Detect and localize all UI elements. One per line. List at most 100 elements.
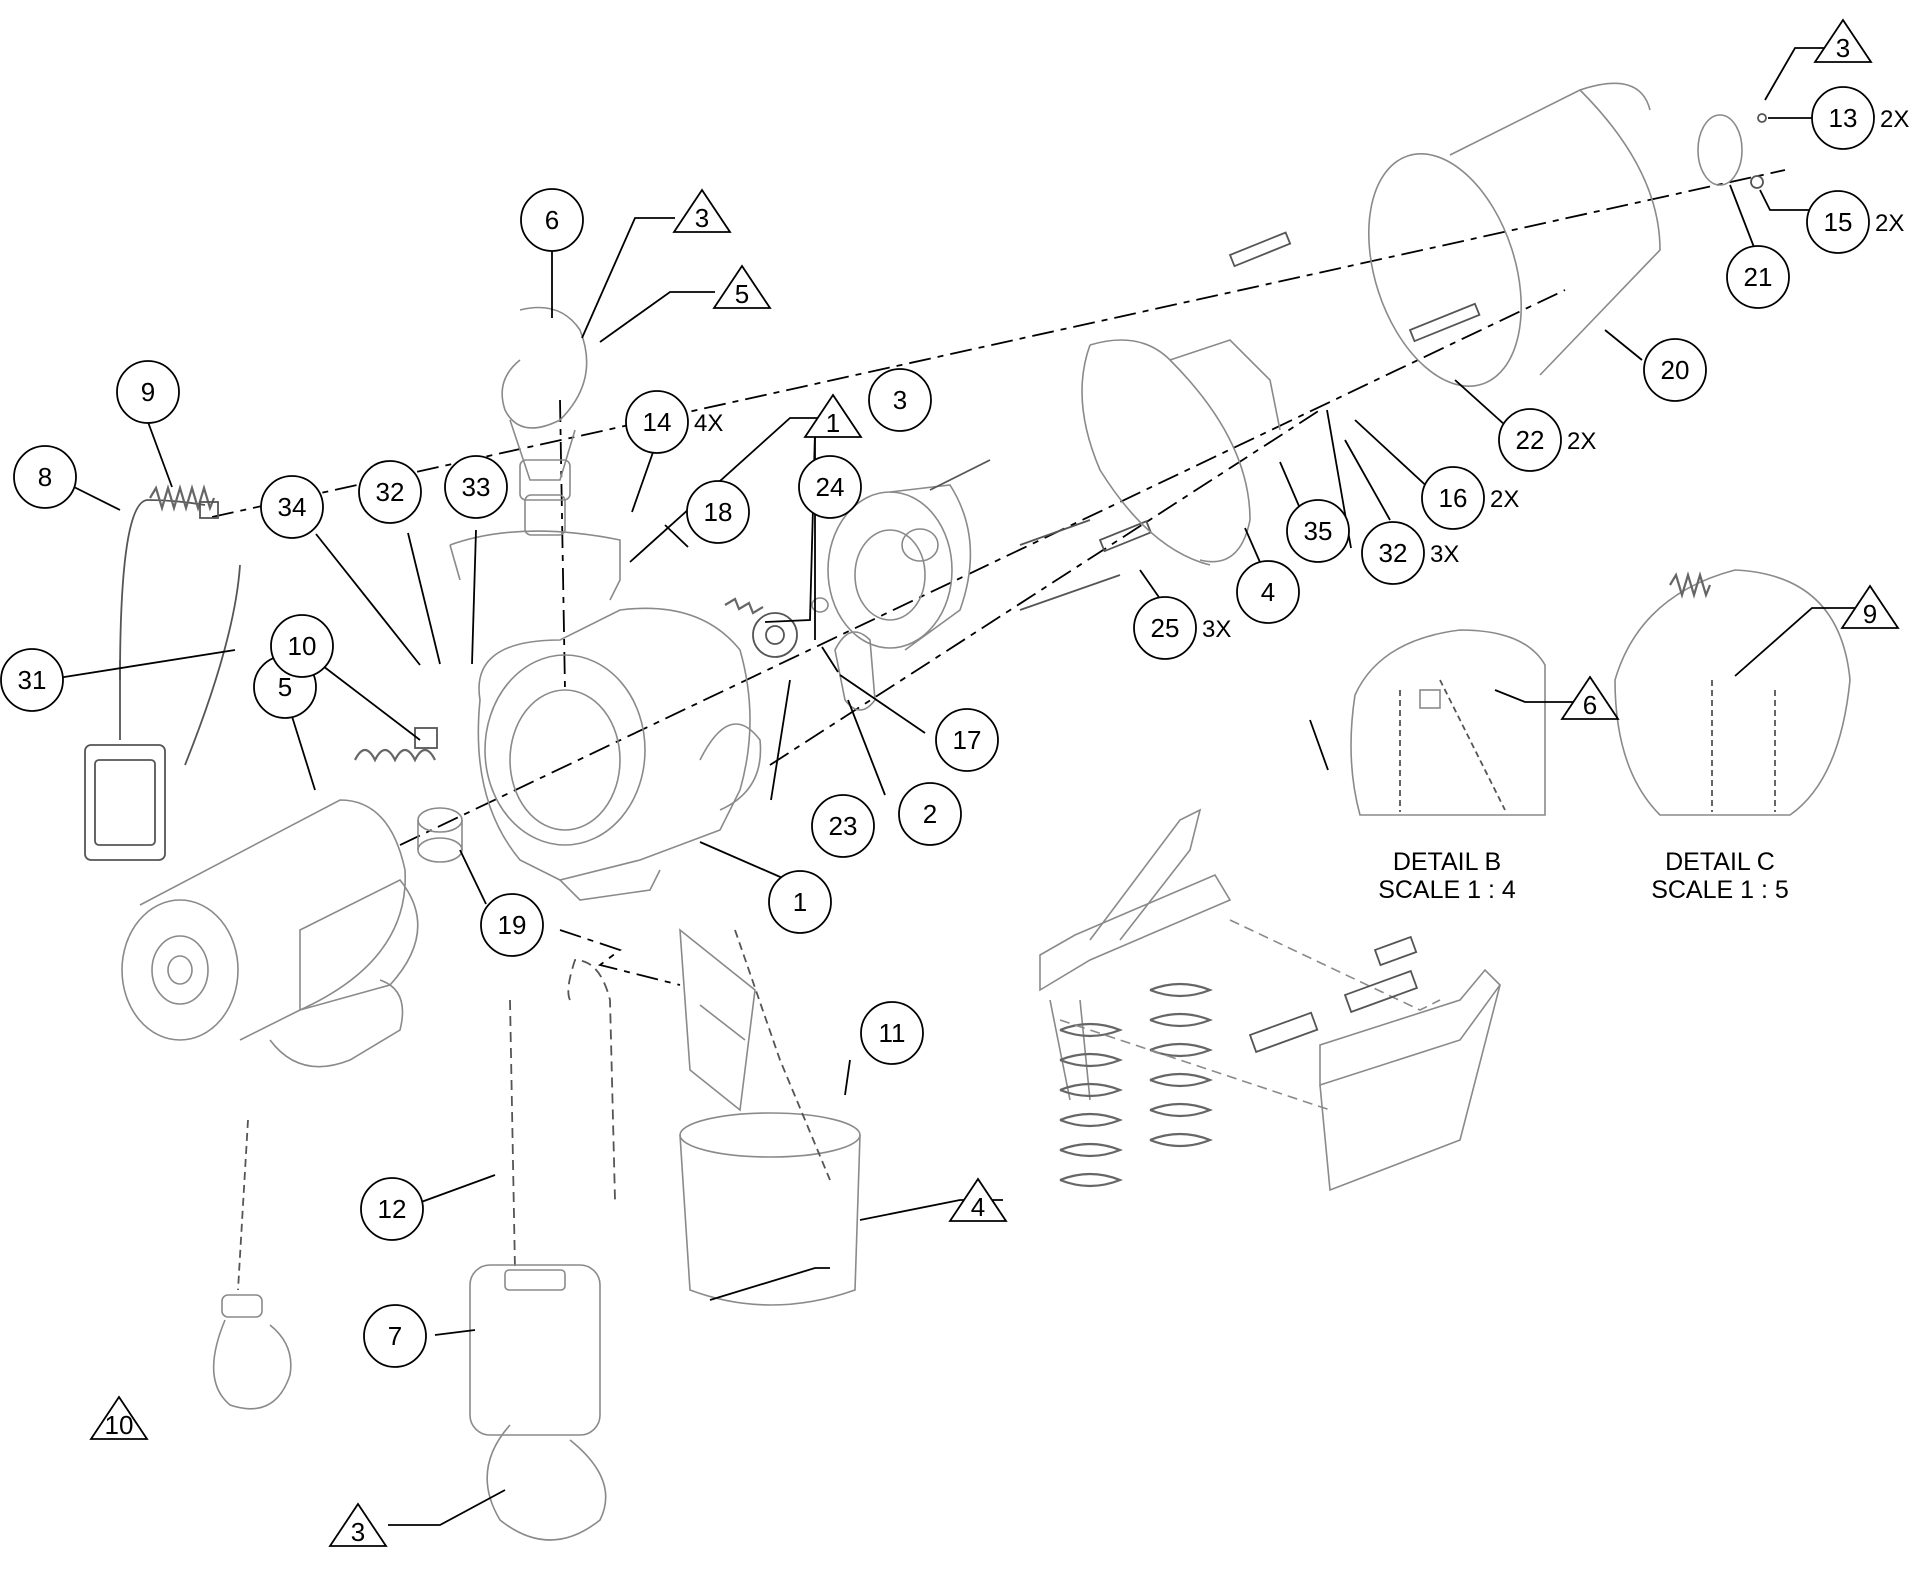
balloon-number: 25 <box>1151 613 1180 643</box>
balloon-number: 18 <box>704 497 733 527</box>
balloon-circle <box>480 893 544 957</box>
balloon-circle <box>0 648 64 712</box>
balloon-circle <box>935 708 999 772</box>
item-balloon-32: 32 3X <box>1361 521 1459 585</box>
balloon-circle <box>1361 521 1425 585</box>
item-balloon-19: 19 <box>480 893 544 957</box>
balloon-number: 23 <box>829 811 858 841</box>
revision-flag-10: 10 <box>89 1395 149 1440</box>
balloon-circle <box>260 475 324 539</box>
balloon-number: 31 <box>18 665 47 695</box>
flag-triangle <box>328 1502 388 1547</box>
balloon-circle <box>868 368 932 432</box>
balloon-circle <box>444 455 508 519</box>
balloon-circle <box>1236 560 1300 624</box>
cylindrical-cover <box>1367 82 1661 387</box>
item-balloon-13: 13 2X <box>1811 86 1909 150</box>
balloon-circle <box>768 870 832 934</box>
flag-number: 3 <box>351 1517 365 1547</box>
centerline-chain-bag <box>559 929 681 986</box>
balloon-number: 4 <box>1261 577 1275 607</box>
tie-rods <box>929 231 1481 611</box>
housing <box>449 530 762 901</box>
balloon-circle <box>811 794 875 858</box>
chain-bucket <box>679 928 861 1306</box>
balloon-number: 21 <box>1744 262 1773 292</box>
balloon-circle <box>116 360 180 424</box>
item-balloon-4: 4 <box>1236 560 1300 624</box>
flag-number: 4 <box>971 1192 985 1222</box>
flag-triangle <box>948 1177 1008 1222</box>
balloon-circle <box>1806 190 1870 254</box>
drum-housing <box>827 484 972 651</box>
item-balloon-34: 34 <box>260 475 324 539</box>
balloon-number: 35 <box>1304 516 1333 546</box>
item-balloon-7: 7 <box>363 1304 427 1368</box>
flag-triangle <box>1560 675 1620 720</box>
detail-c-label: DETAIL C SCALE 1 : 5 <box>1651 848 1789 904</box>
item-balloon-2: 2 <box>898 782 962 846</box>
motor <box>121 799 419 1068</box>
balloon-number: 22 <box>1516 425 1545 455</box>
flag-triangle <box>712 264 772 309</box>
balloon-circle <box>1811 86 1875 150</box>
strain-relief-nut <box>414 727 438 749</box>
item-balloon-9: 9 <box>116 360 180 424</box>
end-cap <box>1697 114 1743 186</box>
centerline-main <box>399 289 1566 846</box>
balloon-number: 17 <box>953 725 982 755</box>
flag-triangle <box>1840 584 1900 629</box>
balloon-number: 16 <box>1439 483 1468 513</box>
balloon-number: 13 <box>1829 103 1858 133</box>
balloon-quantity: 2X <box>1875 210 1904 237</box>
balloon-quantity: 2X <box>1490 486 1519 513</box>
revision-flag-3: 3 <box>1813 18 1873 63</box>
item-balloon-11: 11 <box>860 1001 924 1065</box>
revision-flag-4: 4 <box>948 1177 1008 1222</box>
balloon-number: 10 <box>288 631 317 661</box>
balloon-number: 3 <box>893 385 907 415</box>
flag-triangle <box>803 393 863 438</box>
balloon-number: 32 <box>1379 538 1408 568</box>
revision-flag-1: 1 <box>803 393 863 438</box>
balloon-number: 20 <box>1661 355 1690 385</box>
item-balloon-25: 25 3X <box>1133 596 1231 660</box>
balloon-number: 5 <box>278 672 292 702</box>
top-hook <box>501 306 588 536</box>
balloon-quantity: 3X <box>1202 616 1231 643</box>
balloon-number: 24 <box>816 472 845 502</box>
balloon-quantity: 3X <box>1430 541 1459 568</box>
strain-relief-spring <box>354 748 436 763</box>
item-balloon-3: 3 <box>868 368 932 432</box>
item-balloon-6: 6 <box>520 188 584 252</box>
detail-c-view <box>1614 569 1851 816</box>
item-balloon-33: 33 <box>444 455 508 519</box>
balloon-circle <box>686 480 750 544</box>
balloon-circle <box>363 1304 427 1368</box>
balloon-number: 14 <box>643 407 672 437</box>
balloon-number: 15 <box>1824 207 1853 237</box>
flag-triangle <box>1813 18 1873 63</box>
balloon-quantity: 2X <box>1880 106 1909 133</box>
trolley <box>1039 808 1502 1192</box>
detail-b-view <box>1350 629 1546 816</box>
item-balloon-10: 10 <box>270 614 334 678</box>
balloon-circle <box>270 614 334 678</box>
detail-b-scale: SCALE 1 : 4 <box>1378 876 1516 904</box>
item-balloon-8: 8 <box>13 445 77 509</box>
balloon-circle <box>13 445 77 509</box>
balloon-number: 34 <box>278 492 307 522</box>
balloon-number: 19 <box>498 910 527 940</box>
detail-c-title: DETAIL C <box>1665 848 1775 876</box>
balloon-circle <box>860 1001 924 1065</box>
flag-triangle <box>89 1395 149 1440</box>
revision-flag-9: 9 <box>1840 584 1900 629</box>
parts-artwork <box>84 82 1851 1541</box>
flag-number: 10 <box>105 1410 134 1440</box>
detail-c-scale: SCALE 1 : 5 <box>1651 876 1789 904</box>
balloon-number: 6 <box>545 205 559 235</box>
detail-10-hook <box>212 1119 292 1410</box>
